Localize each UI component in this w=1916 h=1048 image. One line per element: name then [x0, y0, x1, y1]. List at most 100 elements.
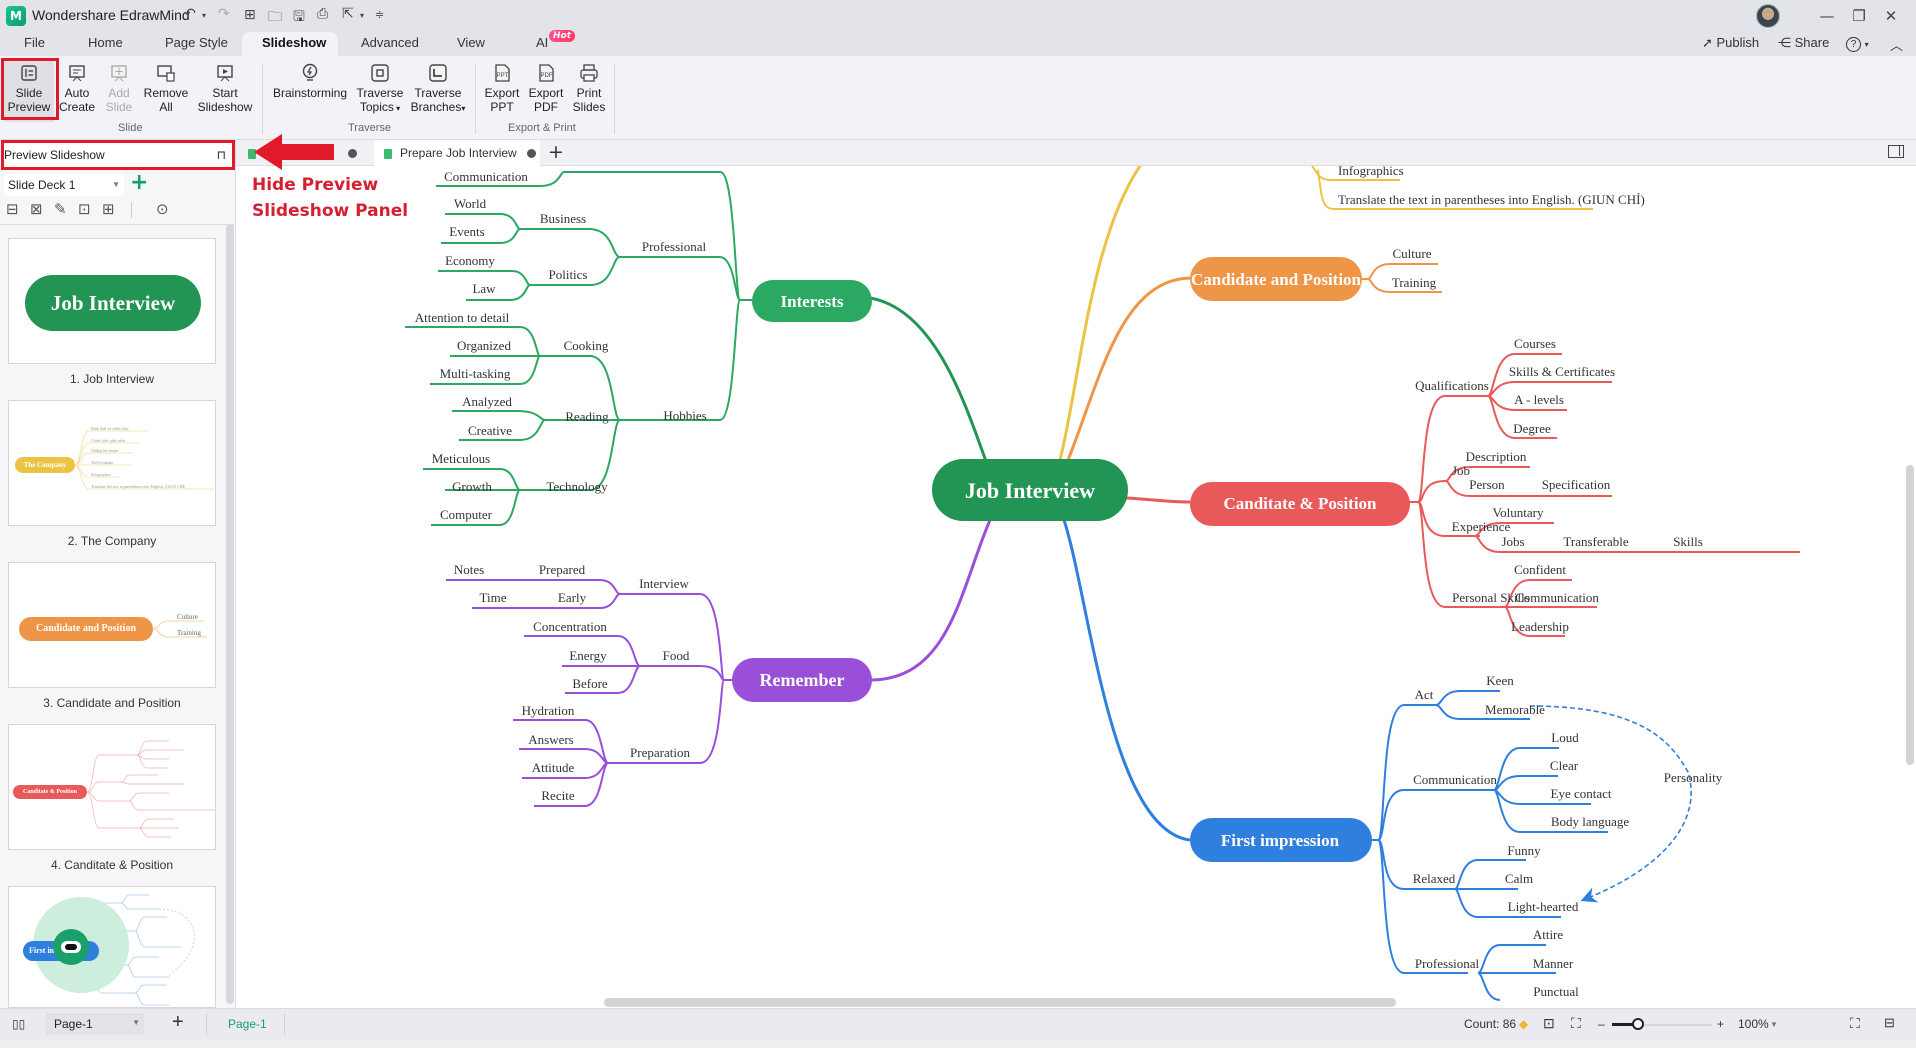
zoom-in-button[interactable]: +	[1717, 1017, 1725, 1031]
subtopic[interactable]: Relaxed	[1413, 871, 1456, 886]
subtopic[interactable]: World	[454, 196, 487, 211]
close-icon[interactable]: ✕	[1884, 7, 1898, 25]
subtopic[interactable]: Events	[449, 224, 484, 239]
zoom-dropdown-icon[interactable]: ▼	[1770, 1020, 1778, 1029]
subtopic[interactable]: Transferable	[1563, 534, 1628, 549]
subtopic[interactable]: Law	[472, 281, 496, 296]
slide-thumbnail-1[interactable]: Job Interview	[8, 238, 216, 364]
ai-robot-icon[interactable]	[53, 929, 89, 965]
zoom-level[interactable]: 100%	[1738, 1017, 1769, 1031]
vertical-scrollbar[interactable]	[1906, 465, 1914, 765]
subtopic[interactable]: Economy	[445, 253, 495, 268]
menu-tab-file[interactable]: File	[24, 35, 45, 50]
subtopic[interactable]: Light-hearted	[1508, 899, 1579, 914]
doc-tab-prepare-job-interview[interactable]: Prepare Job Interview	[374, 140, 540, 166]
export-icon[interactable]: ⇱	[342, 6, 354, 22]
subtopic[interactable]: Meticulous	[432, 451, 491, 466]
new-tab-button[interactable]: +	[548, 141, 564, 163]
undo-dropdown-icon[interactable]: ▾	[202, 11, 207, 20]
subtopic[interactable]: Creative	[468, 423, 512, 438]
subtopic[interactable]: Notes	[454, 562, 484, 577]
topic-remember[interactable]	[732, 658, 872, 702]
subtopic[interactable]: Skills	[1673, 534, 1703, 549]
subtopic[interactable]: Person	[1469, 477, 1505, 492]
subtopic[interactable]: Manner	[1533, 956, 1574, 971]
export-dropdown-icon[interactable]: ▾	[360, 11, 365, 20]
relationship-label[interactable]: Personality	[1664, 770, 1723, 785]
panel-scrollbar[interactable]	[226, 224, 234, 1004]
fullscreen-icon[interactable]: ⛶	[1850, 1015, 1860, 1031]
topic-canditate-and-position[interactable]	[1190, 482, 1410, 526]
subtopic[interactable]: Hobbies	[663, 408, 706, 423]
share-button[interactable]: ⋲ Share	[1778, 35, 1829, 51]
topic-candidate-and-position[interactable]	[1190, 257, 1362, 301]
subtopic[interactable]: Time	[480, 590, 507, 605]
help-button[interactable]: ? ▾	[1846, 35, 1869, 52]
subtopic[interactable]: Early	[558, 590, 587, 605]
subtopic[interactable]: Specification	[1542, 477, 1611, 492]
page-tab[interactable]: Page-1	[228, 1017, 267, 1031]
subtopic[interactable]: Punctual	[1533, 984, 1579, 999]
page-select[interactable]: Page-1 ▼	[46, 1013, 144, 1035]
subtopic[interactable]: Degree	[1513, 421, 1551, 436]
subtopic[interactable]: Energy	[569, 648, 607, 663]
menu-tab-home[interactable]: Home	[88, 35, 123, 50]
present-slide-icon[interactable]: ⊟	[6, 200, 19, 218]
subtopic[interactable]: Reading	[565, 409, 609, 424]
subtopic[interactable]: Growth	[452, 479, 492, 494]
fit-page-icon[interactable]: ⊡	[1543, 1015, 1555, 1031]
redo-icon[interactable]: ↷	[218, 6, 230, 22]
subtopic[interactable]: Body language	[1551, 814, 1630, 829]
subtopic[interactable]: Interview	[639, 576, 689, 591]
subtopic[interactable]: Attitude	[532, 760, 575, 775]
pin-icon[interactable]: ⊓	[216, 148, 226, 162]
subtopic[interactable]: Cooking	[564, 338, 609, 353]
subtopic[interactable]: Job	[1452, 463, 1470, 478]
subtopic[interactable]: Jobs	[1501, 534, 1524, 549]
zoom-slider-handle[interactable]	[1632, 1018, 1644, 1030]
play-slideshow-icon[interactable]: ⊙	[156, 200, 169, 218]
subtopic[interactable]: Courses	[1514, 336, 1556, 351]
subtopic[interactable]: Food	[663, 648, 690, 663]
slide-thumbnail-3[interactable]: Candidate and Position Culture Training	[8, 562, 216, 688]
subtopic[interactable]: Communication	[444, 169, 528, 184]
open-icon[interactable]: 🗀	[268, 9, 282, 25]
menu-tab-ai[interactable]: AI	[536, 35, 549, 50]
central-topic[interactable]	[932, 459, 1128, 521]
topic-interests[interactable]	[752, 280, 872, 322]
subtopic[interactable]: Clear	[1550, 758, 1579, 773]
add-deck-button[interactable]: +	[130, 170, 149, 195]
subtopic[interactable]: Translate the text in parentheses into E…	[1338, 192, 1645, 207]
subtopic[interactable]: Analyzed	[462, 394, 512, 409]
brainstorming-button[interactable]: Brainstorming	[270, 62, 350, 100]
subtopic[interactable]: Keen	[1486, 673, 1514, 688]
subtopic[interactable]: Politics	[548, 267, 587, 282]
subtopic[interactable]: Qualifications	[1415, 378, 1489, 393]
subtopic[interactable]: Professional	[642, 239, 707, 254]
subtopic[interactable]: Hydration	[522, 703, 575, 718]
subtopic[interactable]: Confident	[1514, 562, 1566, 577]
relationship-arrow[interactable]	[1529, 705, 1692, 903]
subtopic[interactable]: Attire	[1533, 927, 1564, 942]
edit-slide-icon[interactable]: ✎	[54, 200, 67, 218]
subtopic[interactable]: Business	[540, 211, 586, 226]
print-icon[interactable]: ⎙	[317, 6, 329, 22]
subtopic[interactable]: Experience	[1452, 519, 1511, 534]
subtopic[interactable]: Funny	[1507, 843, 1541, 858]
collapse-ribbon-icon[interactable]: ︿	[1890, 38, 1904, 53]
subtopic[interactable]: Act	[1415, 687, 1434, 702]
subtopic[interactable]: Prepared	[539, 562, 586, 577]
zoom-slider-track[interactable]	[1612, 1024, 1712, 1026]
subtopic[interactable]: Infographics	[1338, 166, 1404, 178]
subtopic[interactable]: Before	[572, 676, 608, 691]
subtopic[interactable]: Memorable	[1485, 702, 1545, 717]
menu-tab-advanced[interactable]: Advanced	[361, 35, 419, 50]
subtopic[interactable]: Computer	[440, 507, 493, 522]
menu-tab-slideshow[interactable]: Slideshow	[262, 35, 327, 50]
present-select-icon[interactable]: ⊠	[30, 200, 43, 218]
